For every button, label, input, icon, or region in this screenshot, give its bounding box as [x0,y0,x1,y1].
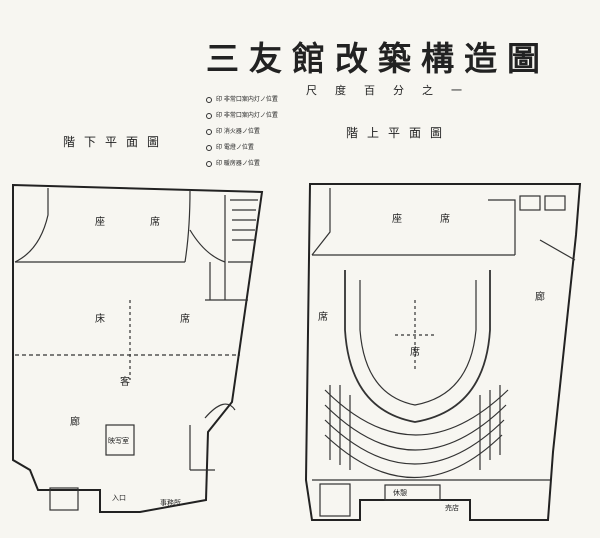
exit-light-icon [206,113,212,119]
upper-label-bottom-left: 席 [318,310,328,323]
projection-box [105,424,135,456]
lower-label-side: 事務所 [160,498,181,507]
heater-icon [206,161,212,167]
upper-label-top2: 席 [440,212,450,225]
lamp-icon [206,145,212,151]
legend-item: 印 暖房器ノ位置 [206,156,316,172]
scale-note: 尺度百分之一 [306,84,480,97]
upper-lobby [384,484,441,501]
lower-label-mid: 客 [120,375,130,388]
legend: 印 非常口案内灯ノ位置 印 非常口案内灯ノ位置 印 消火器ノ位置 印 電燈ノ位置… [206,92,316,172]
upper-label-bottom-center: 休憩 [393,488,407,497]
upper-floor-outline [304,183,582,521]
lower-label-box: 映写室 [108,436,129,445]
legend-item: 印 非常口案内灯ノ位置 [206,92,316,108]
legend-item: 印 非常口案内灯ノ位置 [206,108,316,124]
lower-interior [14,188,258,511]
lower-label-center: 席 [180,312,190,325]
lower-floor-outline [12,183,264,513]
extinguisher-icon [206,129,212,135]
lower-label-corridor: 廊 [70,415,80,428]
drawing-title: 三友館改築構造圖 [206,39,550,78]
lower-floor-caption: 階下平面圖 [63,135,169,149]
legend-item: 印 電燈ノ位置 [206,140,316,156]
upper-interior [311,188,576,517]
lower-label-zashiki-b: 席 [150,215,160,228]
exit-light-icon [206,97,212,103]
lower-label-entrance: 入口 [112,494,126,502]
legend-item: 印 消火器ノ位置 [206,124,316,140]
upper-floor-caption: 階上平面圖 [346,126,452,140]
upper-label-bottom-right: 売店 [445,503,459,512]
lower-label-left: 床 [95,312,105,325]
lower-label-zashiki-a: 座 [95,215,105,228]
upper-label-center: 席 [410,345,420,358]
upper-label-right: 廊 [535,290,545,303]
upper-label-top: 座 [392,212,402,225]
